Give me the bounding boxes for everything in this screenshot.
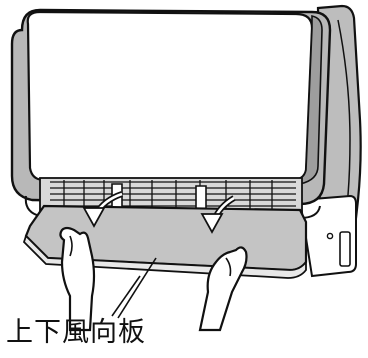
chassis-slot xyxy=(339,231,351,267)
outlet-grille xyxy=(50,180,296,212)
removal-arrow-left xyxy=(82,191,124,228)
louver-label: 上下風向板 xyxy=(6,317,146,348)
front-panel xyxy=(26,10,314,182)
panel-rim xyxy=(291,15,323,185)
left-hand xyxy=(59,226,96,332)
label-leader-lines xyxy=(111,257,157,319)
right-thumb xyxy=(225,257,232,277)
chassis-screw xyxy=(326,232,334,240)
right-hand xyxy=(198,246,248,332)
left-thumb xyxy=(69,235,73,257)
removal-arrow-right xyxy=(200,195,236,234)
